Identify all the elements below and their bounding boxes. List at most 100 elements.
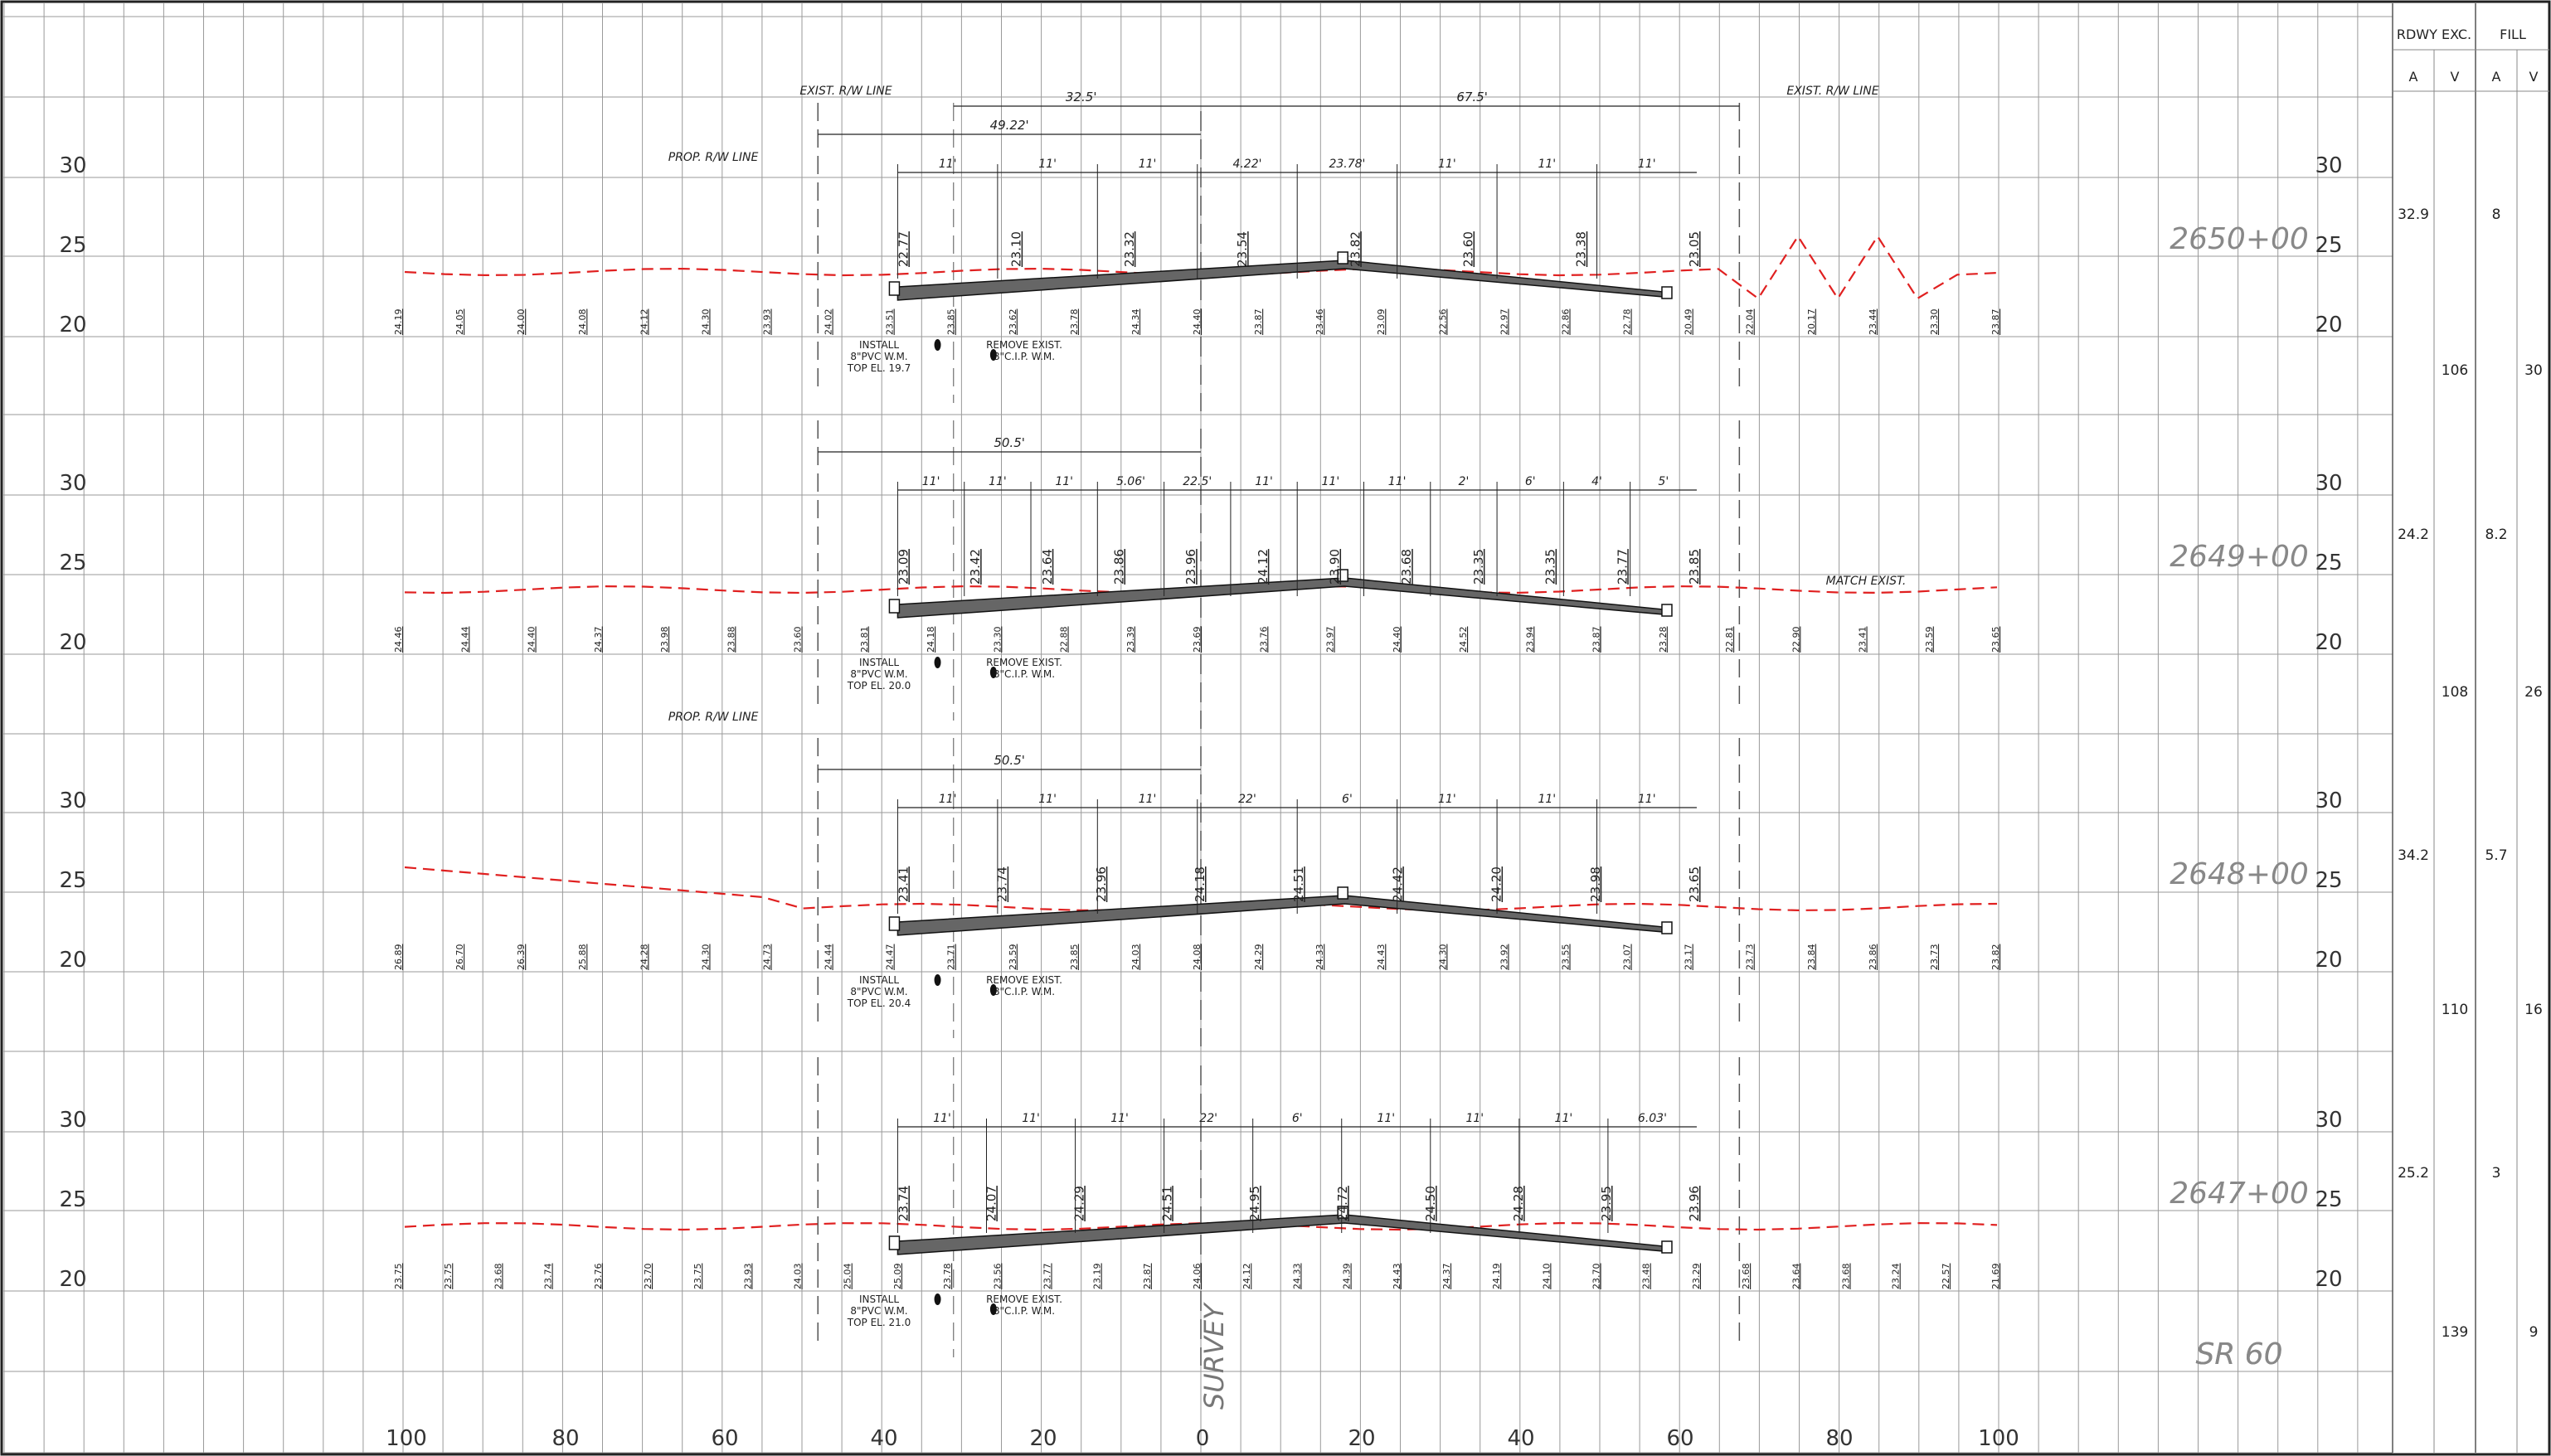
existing-elevation-label: 23.92 — [1499, 944, 1509, 971]
proposed-elevation-label: 23.96 — [1094, 866, 1109, 902]
proposed-elevation-label: 23.68 — [1399, 549, 1414, 585]
elevation-label-left: 20 — [59, 1267, 86, 1292]
proposed-elevation-label: 23.35 — [1543, 549, 1558, 585]
existing-elevation-label: 23.73 — [1745, 944, 1756, 971]
proposed-elevation-label: 23.90 — [1328, 549, 1343, 585]
table-cell-rdwy-a: 32.9 — [2398, 206, 2429, 223]
existing-elevation-label: 23.68 — [1840, 1264, 1851, 1290]
existing-elevation-label: 22.88 — [1059, 627, 1070, 653]
utility-note: REMOVE EXIST. — [986, 974, 1062, 986]
lane-width-label: 11' — [1055, 475, 1073, 488]
axis-tick-label: 60 — [1666, 1426, 1693, 1451]
table-header-rdwy: RDWY EXC. — [2397, 27, 2471, 42]
existing-elevation-label: 24.12 — [1241, 1264, 1252, 1290]
existing-elevation-label: 23.17 — [1684, 944, 1694, 970]
existing-elevation-label: 23.98 — [659, 627, 670, 653]
existing-elevation-label: 24.52 — [1458, 627, 1469, 653]
axis-tick-label: 0 — [1196, 1426, 1210, 1451]
proposed-elevation-label: 23.85 — [1687, 549, 1702, 585]
utility-note: TOP EL. 20.0 — [847, 680, 911, 692]
rw-note: PROP. R/W LINE — [668, 711, 759, 724]
proposed-elevation-label: 23.42 — [968, 549, 983, 585]
lane-width-label: 11' — [1255, 475, 1273, 488]
utility-note: 8"C.I.P. W.M. — [994, 1305, 1055, 1317]
table-cell-fill-v: 30 — [2524, 362, 2543, 379]
existing-elevation-label: 23.76 — [593, 1264, 604, 1290]
table-cell-fill-a: 3 — [2492, 1165, 2501, 1182]
elevation-label-right: 30 — [2315, 1108, 2342, 1133]
table-cell-fill-a: 5.7 — [2485, 847, 2507, 864]
table-header-av: V — [2451, 69, 2460, 85]
utility-note: TOP EL. 20.4 — [847, 997, 911, 1009]
existing-elevation-label: 24.00 — [516, 309, 527, 336]
existing-elevation-label: 22.97 — [1499, 309, 1509, 336]
existing-elevation-label: 23.84 — [1806, 944, 1817, 971]
existing-elevation-label: 24.46 — [393, 627, 404, 653]
existing-elevation-label: 23.87 — [1990, 309, 2001, 336]
utility-note: 8"PVC W.M. — [850, 1305, 907, 1317]
total-width-label: 32.5' — [1066, 90, 1097, 104]
lane-width-label: 11' — [1322, 475, 1340, 488]
lane-width-label: 23.78' — [1329, 158, 1365, 171]
water-main-symbol — [934, 657, 941, 668]
lane-width-label: 6.03' — [1638, 1112, 1667, 1125]
existing-elevation-label: 23.85 — [946, 309, 957, 336]
existing-elevation-label: 22.90 — [1791, 627, 1801, 653]
existing-elevation-label: 24.44 — [459, 627, 470, 653]
existing-elevation-label: 22.56 — [1437, 309, 1448, 336]
table-cell-rdwy-v: 110 — [2442, 1002, 2468, 1018]
lane-width-label: 11' — [1110, 1112, 1129, 1125]
utility-note: TOP EL. 21.0 — [847, 1317, 911, 1328]
existing-elevation-label: 23.78 — [1069, 309, 1080, 336]
table-cell-fill-v: 9 — [2529, 1324, 2539, 1341]
utility-note: 8"PVC W.M. — [850, 351, 907, 362]
median-curb — [1337, 251, 1348, 265]
proposed-elevation-label: 24.51 — [1291, 866, 1306, 902]
elevation-label-left: 25 — [59, 1187, 86, 1212]
existing-elevation-label: 23.09 — [1376, 309, 1387, 336]
existing-elevation-label: 24.19 — [1491, 1264, 1502, 1290]
proposed-elevation-label: 23.35 — [1471, 549, 1486, 585]
existing-elevation-label: 23.87 — [1142, 1264, 1153, 1290]
station-label: 2648+00 — [2170, 857, 2309, 891]
existing-elevation-label: 25.04 — [843, 1264, 853, 1290]
existing-elevation-label: 23.68 — [1741, 1264, 1752, 1290]
existing-elevation-label: 23.51 — [885, 309, 896, 336]
existing-elevation-label: 24.34 — [1130, 309, 1141, 336]
proposed-elevation-label: 23.60 — [1461, 231, 1476, 267]
table-cell-fill-v: 26 — [2524, 684, 2543, 701]
proposed-elevation-label: 23.05 — [1687, 231, 1702, 267]
existing-elevation-label: 23.41 — [1858, 627, 1868, 653]
existing-elevation-label: 24.37 — [1441, 1264, 1452, 1290]
existing-elevation-label: 23.75 — [393, 1264, 404, 1290]
existing-elevation-label: 24.19 — [393, 309, 404, 336]
existing-elevation-label: 24.47 — [885, 944, 896, 971]
proposed-elevation-label: 23.74 — [896, 1186, 911, 1221]
existing-elevation-label: 23.30 — [992, 627, 1003, 653]
existing-elevation-label: 24.28 — [639, 944, 649, 971]
table-header-fill: FILL — [2500, 27, 2526, 42]
lane-width-label: 11' — [1638, 793, 1656, 806]
existing-ground-line — [404, 866, 1998, 912]
existing-elevation-label: 24.40 — [1192, 309, 1203, 336]
utility-note: INSTALL — [859, 339, 899, 351]
elevation-label-right: 25 — [2315, 551, 2342, 575]
elevation-label-right: 20 — [2315, 948, 2342, 973]
elevation-label-left: 30 — [59, 789, 86, 813]
existing-elevation-label: 22.81 — [1724, 627, 1735, 653]
existing-elevation-label: 23.30 — [1929, 309, 1940, 336]
median-curb — [1337, 886, 1348, 900]
existing-ground-line — [404, 1221, 1998, 1231]
lane-width-label: 11' — [1465, 1112, 1484, 1125]
water-main-symbol — [989, 667, 997, 678]
existing-elevation-label: 23.77 — [1042, 1264, 1052, 1290]
proposed-elevation-label: 24.29 — [1071, 1186, 1086, 1221]
total-width-label: 67.5' — [1456, 90, 1488, 104]
water-main-symbol — [934, 974, 941, 986]
existing-elevation-label: 24.40 — [1392, 627, 1402, 653]
existing-elevation-label: 23.85 — [1069, 944, 1080, 971]
lane-width-label: 11' — [1638, 158, 1656, 171]
axis-tick-label: 100 — [1978, 1426, 2019, 1451]
existing-elevation-label: 23.28 — [1658, 627, 1669, 653]
existing-elevation-label: 24.08 — [577, 309, 588, 336]
